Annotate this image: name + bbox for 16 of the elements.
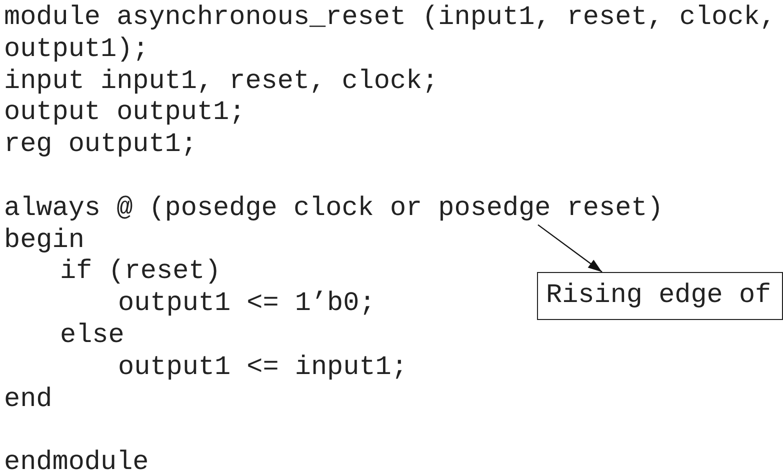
code-line: output1); (4, 34, 149, 65)
code-line: endmodule (4, 448, 149, 475)
code-line: reg output1; (4, 130, 197, 160)
code-line: output1 <= input1; (118, 352, 408, 383)
code-line: else (60, 321, 124, 351)
callout-text: Rising edge of (546, 281, 772, 311)
code-line: begin (4, 226, 84, 256)
callout-box (537, 272, 783, 320)
code-line: end (4, 384, 52, 415)
code-line: always @ (posedge clock or posedge reset) (4, 194, 664, 224)
code-line: output output1; (4, 98, 246, 128)
code-line: if (reset) (60, 257, 221, 288)
leader-line (538, 224, 602, 272)
code-line: module asynchronous_reset (input1, reset, clock, (4, 3, 776, 33)
code-line: input input1, reset, clock; (4, 66, 438, 97)
code-line: output1 <= 1’b0; (118, 289, 376, 320)
